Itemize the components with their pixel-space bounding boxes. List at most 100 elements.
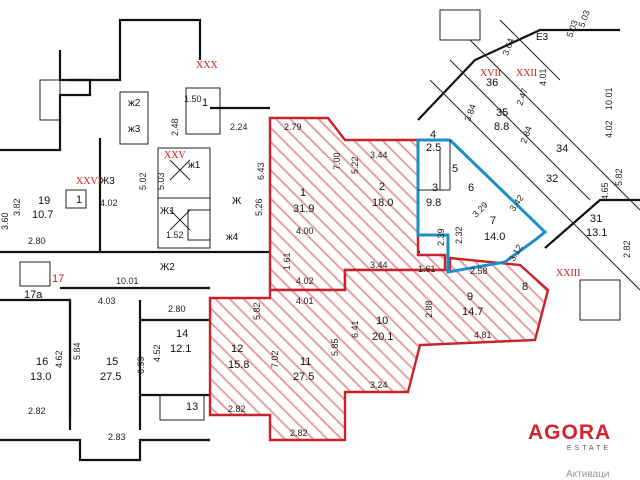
activation-watermark: Активаци xyxy=(566,469,610,480)
dimension: 2.82 xyxy=(228,404,246,414)
dimension: 5.02 xyxy=(138,172,148,190)
building-walls xyxy=(0,9,640,462)
dimension: 2.48 xyxy=(170,118,180,136)
dimension: 2.82 xyxy=(28,406,46,416)
room-number: 5 xyxy=(452,163,458,175)
room-area: 14.7 xyxy=(462,306,483,318)
room-number: 17a xyxy=(24,289,43,301)
room-number: 19 xyxy=(38,195,50,207)
room-area: 2.5 xyxy=(426,142,441,154)
dimension: 4.62 xyxy=(54,350,64,368)
dimension: 3.44 xyxy=(370,150,388,160)
dimension: 6.43 xyxy=(256,162,266,180)
dimension: 3.60 xyxy=(0,212,10,230)
room-number: 15 xyxy=(106,356,118,368)
highlighted-area xyxy=(416,138,548,274)
room-area: 27.5 xyxy=(293,371,314,383)
room-number: 16 xyxy=(36,356,48,368)
dimension: 3.64 xyxy=(500,37,515,57)
room-number: 32 xyxy=(546,173,558,185)
room-area: 8.8 xyxy=(494,121,509,133)
room-number: 1 xyxy=(300,187,306,199)
dimension: 4.81 xyxy=(474,330,492,340)
dimension: 4.03 xyxy=(98,296,116,306)
room-number: 17 xyxy=(52,273,64,285)
roman-label: XXIII xyxy=(556,268,580,279)
dimension: 4.65 xyxy=(600,182,610,200)
stair-label: E3 xyxy=(536,32,549,43)
roman-label: XXVI xyxy=(76,176,101,187)
dimension: 2.32 xyxy=(454,226,464,244)
stair-label: Ж3 xyxy=(100,176,115,187)
room-area: 20.1 xyxy=(372,331,393,343)
room-number: 4 xyxy=(430,129,436,141)
dimension: 2.82 xyxy=(622,240,632,258)
room-number: 8 xyxy=(522,281,528,293)
room-number: 6 xyxy=(468,182,474,194)
stair-label: ж4 xyxy=(226,232,239,243)
room-area: 13.0 xyxy=(30,371,51,383)
dimension: 3.12 xyxy=(507,243,524,263)
dimension: 5.84 xyxy=(72,342,82,360)
dimension: 2.47 xyxy=(514,87,529,107)
dimension: 7.02 xyxy=(270,350,280,368)
dimension: 2.88 xyxy=(424,300,434,318)
room-number: 9 xyxy=(467,291,473,303)
agora-logo: AGORA ESTATE xyxy=(528,422,632,466)
stair-label: ж3 xyxy=(128,124,141,135)
dimension: 1.61 xyxy=(282,252,292,270)
dimension: 3.29 xyxy=(470,200,489,219)
roman-label: XXV xyxy=(164,150,186,161)
dimension: 2.80 xyxy=(168,304,186,314)
dimension: 4.00 xyxy=(296,226,314,236)
room-area: 10.7 xyxy=(32,209,53,221)
room-area: 27.5 xyxy=(100,371,121,383)
dimension: 5.03 xyxy=(564,19,579,39)
room-area: 9.8 xyxy=(426,197,441,209)
dimension: 6.41 xyxy=(350,320,360,338)
room-number: 2 xyxy=(379,181,385,193)
room-area: 13.1 xyxy=(586,227,607,239)
dimension: 4.01 xyxy=(296,296,314,306)
dimension: 7.00 xyxy=(332,152,342,170)
room-number: 3 xyxy=(432,182,438,194)
room-area: 12.1 xyxy=(170,343,191,355)
brand-name: AGORA xyxy=(528,421,612,444)
dimension: 3.82 xyxy=(12,198,22,216)
stair-label: ж2 xyxy=(128,98,141,109)
room-number: 10 xyxy=(376,315,388,327)
roman-label: XXII xyxy=(516,68,537,79)
dimension: 10.01 xyxy=(604,87,614,110)
stair-label: Ж2 xyxy=(160,262,175,273)
dimension: 4.02 xyxy=(100,198,118,208)
dimension: 5.85 xyxy=(330,338,340,356)
dimension: 3.44 xyxy=(370,260,388,270)
dimension: 5.82 xyxy=(614,168,624,186)
dimension: 6.99 xyxy=(136,356,146,374)
room-number: 31 xyxy=(590,213,602,225)
roman-label: XVII xyxy=(480,68,501,79)
dimension: 1.50 xyxy=(184,94,202,104)
stair-label: Ж1 xyxy=(160,206,175,217)
brand-sub: ESTATE xyxy=(566,445,612,452)
dimension: 2.24 xyxy=(230,122,248,132)
dimension: 5.03 xyxy=(576,9,591,29)
dimension: 2.83 xyxy=(108,432,126,442)
dimension: 2.79 xyxy=(284,122,302,132)
dimension: 5.03 xyxy=(156,172,166,190)
leased-area-lower xyxy=(208,256,550,442)
dimension: 10.01 xyxy=(116,276,139,286)
dimension: 2.58 xyxy=(470,266,488,276)
room-number: 14 xyxy=(176,328,188,340)
dimension: 3.24 xyxy=(370,380,388,390)
dimension: 2.82 xyxy=(290,428,308,438)
dimension: 2.39 xyxy=(436,228,446,246)
room-area: 18.0 xyxy=(372,197,393,209)
dimension: 4.02 xyxy=(604,120,614,138)
room-area: 14.0 xyxy=(484,231,505,243)
dimension: 1.61 xyxy=(418,264,436,274)
room-number: 1 xyxy=(202,97,208,109)
dimension: 4.52 xyxy=(152,344,162,362)
dimension: 4.02 xyxy=(296,276,314,286)
